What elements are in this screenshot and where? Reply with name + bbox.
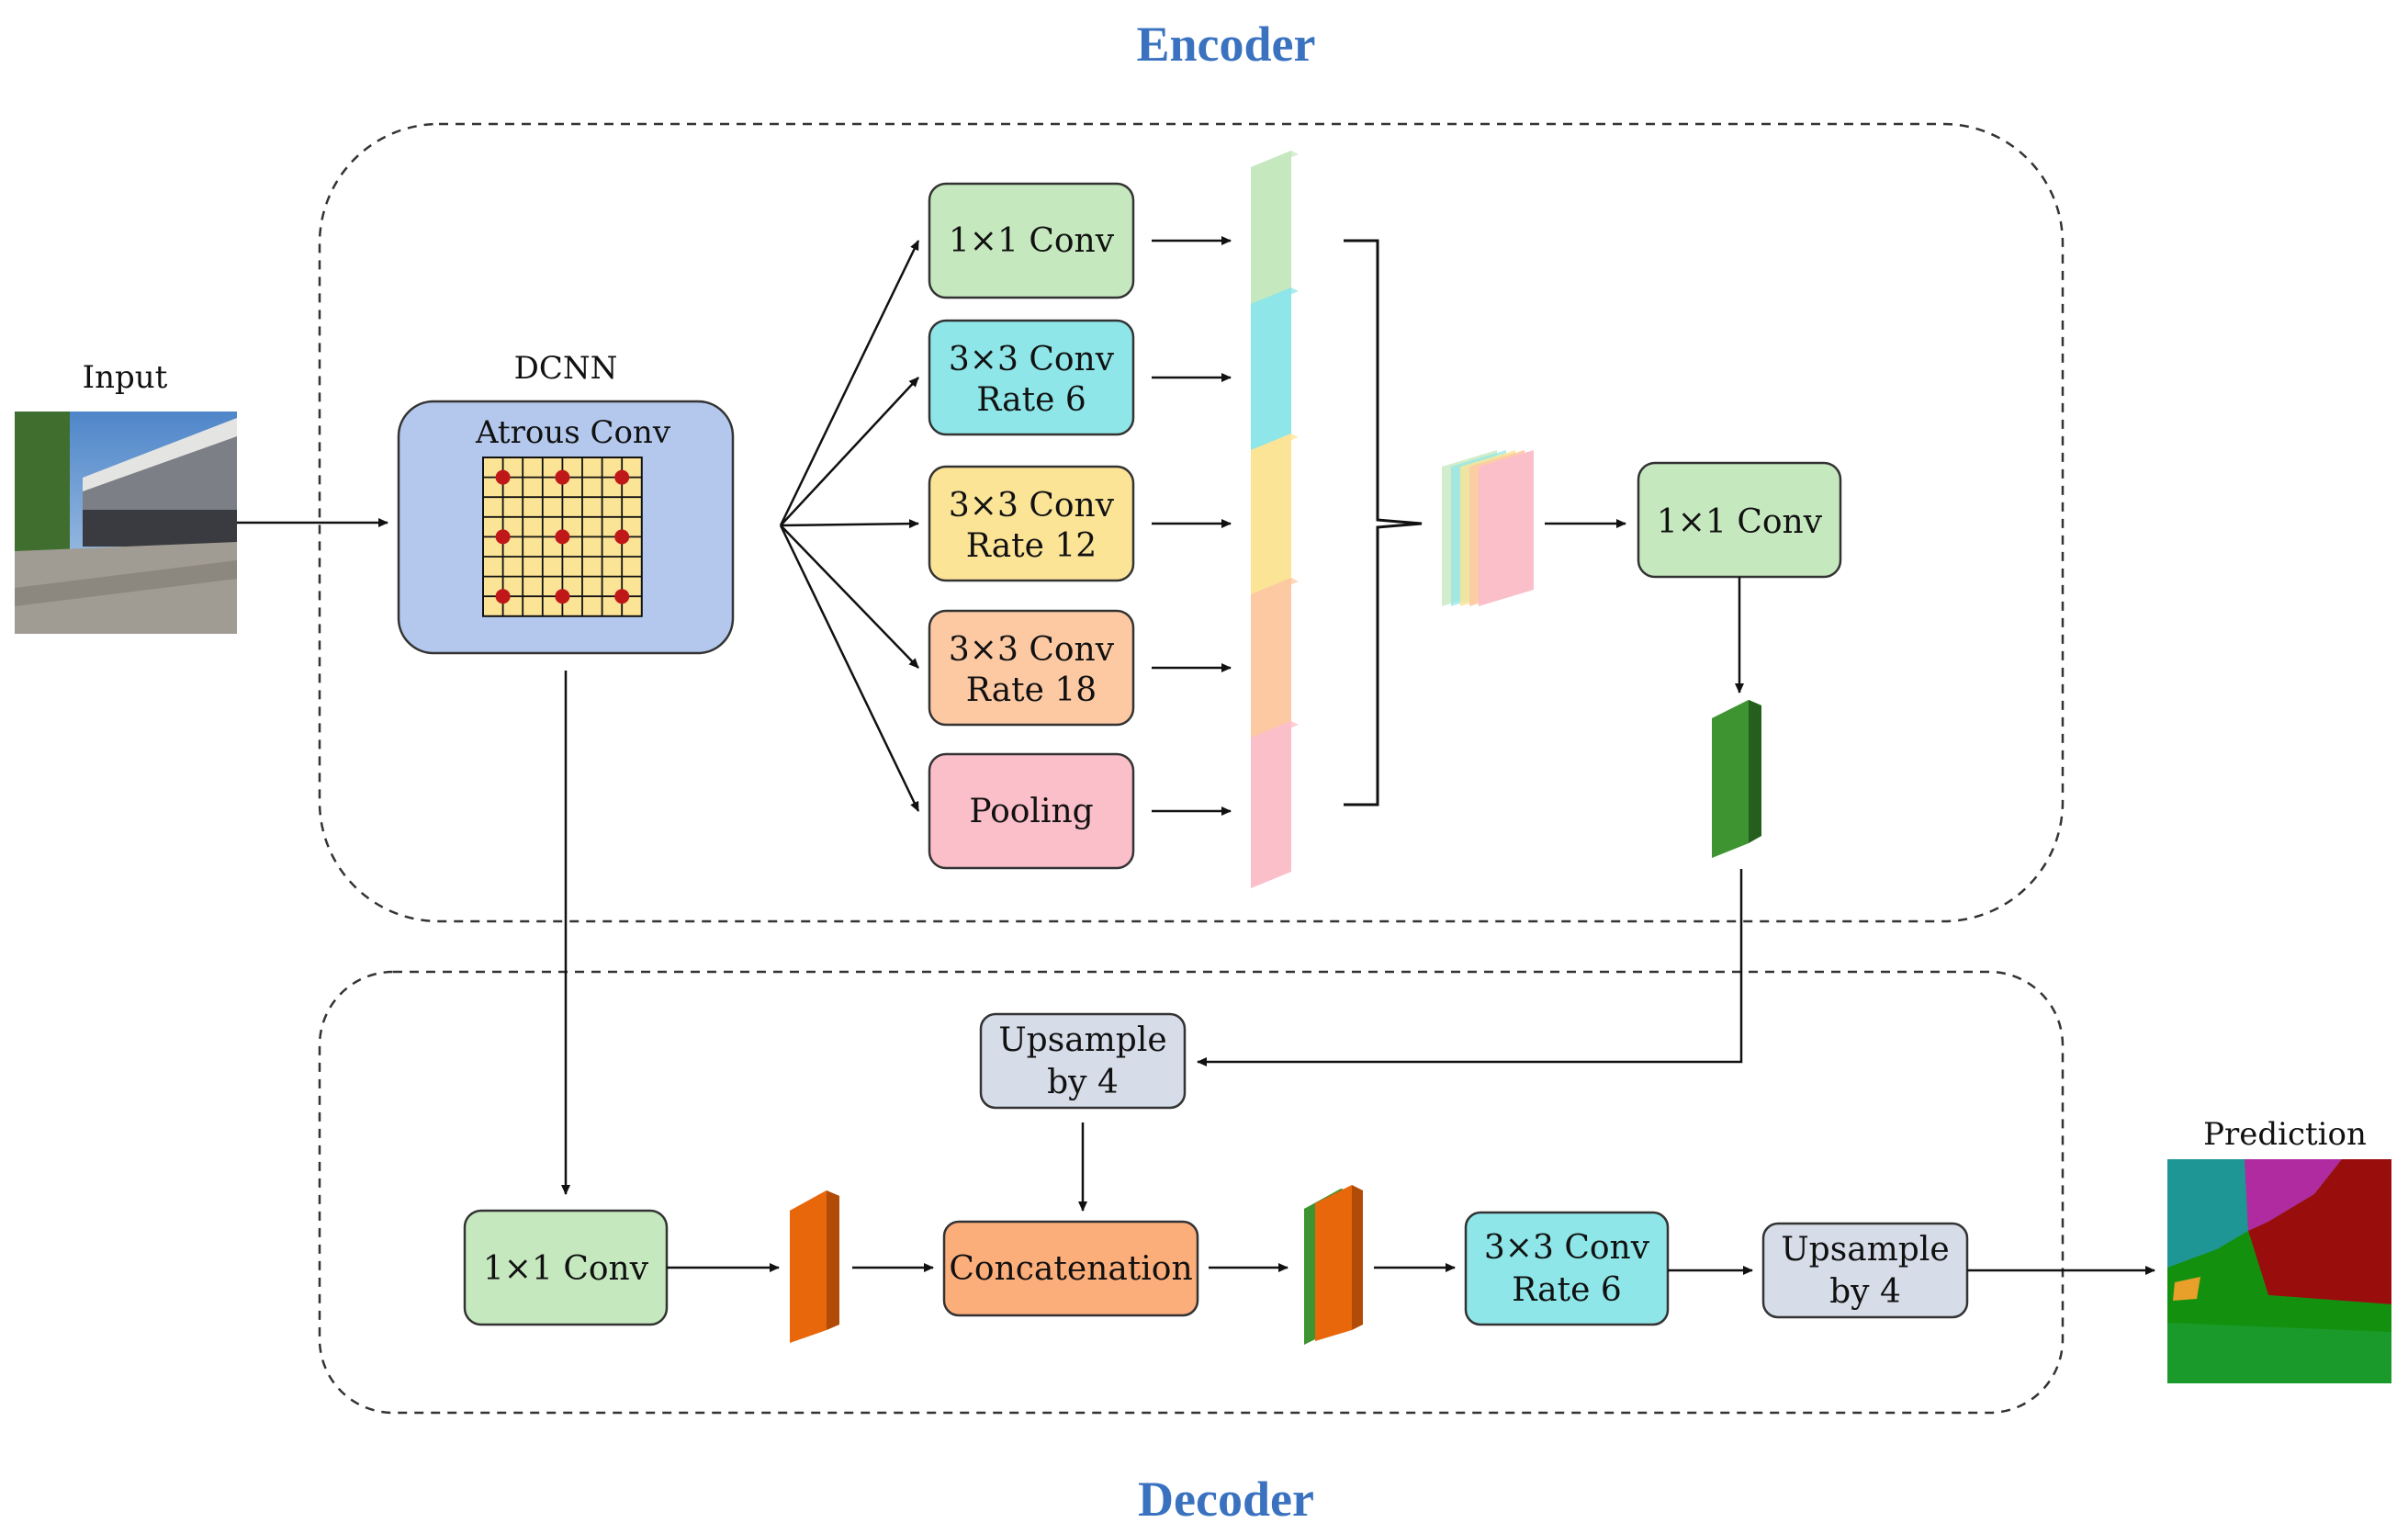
branch-label-line2: Rate 6 [976,381,1086,419]
concatenated-feature-map [1304,1185,1363,1345]
branch-box-conv-3x3-rate6 [928,319,1135,436]
branch-box-conv-3x3-rate12 [928,465,1135,582]
atrous-sample-dot [555,469,570,485]
upsample-top-line2: by 4 [1047,1064,1119,1101]
dcnn-label: DCNN [514,350,618,387]
decoder-title: Decoder [1138,1472,1314,1527]
fan-arrows [779,240,920,812]
fan-arrow [780,519,919,529]
feature-map-conv-3x3-rate6 [1251,288,1291,455]
stacked-feature-maps [1442,450,1534,606]
decoder-3x3-conv-line2: Rate 6 [1512,1271,1622,1309]
encoded-feature-map [1712,700,1761,858]
concatenation-label: Concatenation [949,1250,1192,1288]
decoder-region [318,970,2065,1415]
atrous-sample-dot [495,589,511,604]
branch-label-line1: 3×3 Conv [949,631,1115,669]
upsample-top-line1: Upsample [998,1021,1166,1059]
atrous-grid [482,457,643,617]
feature-map-conv-1x1 [1251,151,1291,318]
branch-box-pooling [928,752,1135,870]
branch-label: Pooling [969,793,1093,830]
input-label: Input [83,359,168,396]
prediction-segmentation-map [2167,1159,2391,1383]
atrous-sample-dot [614,469,630,485]
feature-map-conv-3x3-rate12 [1251,434,1291,601]
low-level-feature-map [790,1190,839,1343]
branch-box-conv-3x3-rate18 [928,609,1135,727]
feature-map-conv-3x3-rate18 [1251,578,1291,745]
fan-arrow [780,524,919,669]
input-image [15,412,237,634]
branch-label: 1×1 Conv [949,222,1115,260]
atrous-sample-dot [495,529,511,545]
branch-label-line1: 3×3 Conv [949,487,1115,524]
feature-maps [1251,151,1299,888]
upsample-out-line1: Upsample [1781,1231,1949,1269]
fan-arrow [780,377,919,526]
decoder-3x3-conv-box [1464,1211,1670,1326]
arrow-encoded-upsample [1197,869,1743,1066]
atrous-sample-dot [495,469,511,485]
encoder-region [318,122,2065,923]
upsample-out-line2: by 4 [1829,1273,1901,1311]
encoder-1x1-conv-label: 1×1 Conv [1657,503,1823,541]
prediction-label: Prediction [2203,1116,2367,1153]
decoder-1x1-conv-label: 1×1 Conv [483,1250,649,1288]
branch-label-line1: 3×3 Conv [949,341,1115,378]
atrous-sample-dot [555,529,570,545]
atrous-sample-dot [614,589,630,604]
concatenation-box [942,1220,1199,1317]
feature-map-pooling [1251,721,1291,888]
atrous-sample-dot [614,529,630,545]
branch-label-line2: Rate 12 [966,527,1097,565]
upsample-top-box [979,1012,1187,1110]
concat-brace [1344,239,1423,806]
encoder-title: Encoder [1137,17,1316,72]
atrous-sample-dot [555,589,570,604]
decoder-3x3-conv-line1: 3×3 Conv [1484,1229,1650,1267]
atrous-conv-label: Atrous Conv [475,414,671,451]
branch-box-conv-1x1 [928,182,1135,299]
branch-label-line2: Rate 18 [966,671,1097,709]
fan-arrow [779,240,920,526]
fan-arrow [779,524,920,812]
